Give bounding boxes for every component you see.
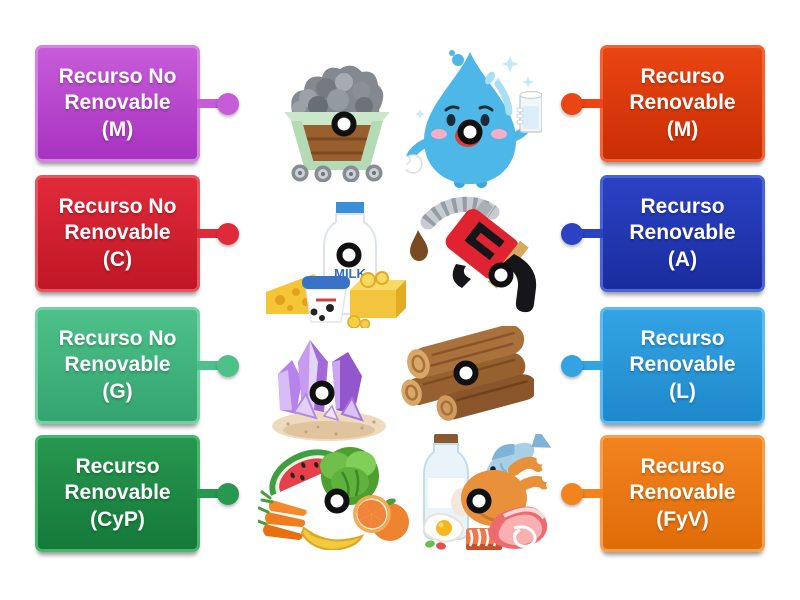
connector-stub bbox=[197, 229, 228, 238]
connector-stub bbox=[572, 489, 603, 498]
label-recurso-renovable-l[interactable]: Recurso Renovable (L) bbox=[561, 307, 765, 424]
label-recurso-renovable-a[interactable]: Recurso Renovable (A) bbox=[561, 175, 765, 292]
target-dot-dairy[interactable] bbox=[336, 242, 362, 268]
label-recurso-no-renovable-g[interactable]: Recurso No Renovable (G) bbox=[35, 307, 239, 424]
image-dairy-products: MILK bbox=[262, 196, 408, 328]
image-fruits-vegetables bbox=[258, 436, 410, 550]
image-water-drop bbox=[406, 48, 542, 190]
connector-dot[interactable] bbox=[217, 354, 239, 377]
label-text: Recurso No Renovable (M) bbox=[58, 64, 177, 141]
target-dot-foods[interactable] bbox=[466, 488, 492, 514]
dairy-graphic: MILK bbox=[266, 202, 406, 328]
image-coal-minecart bbox=[276, 58, 398, 182]
connector-stub bbox=[197, 361, 228, 370]
connector-stub bbox=[197, 99, 228, 108]
connector-stub bbox=[572, 99, 603, 108]
target-dot-fruits[interactable] bbox=[324, 488, 350, 514]
connector-dot[interactable] bbox=[217, 482, 239, 505]
label-recurso-no-renovable-c[interactable]: Recurso No Renovable (C) bbox=[35, 175, 239, 292]
connector-stub bbox=[572, 361, 603, 370]
label-recurso-renovable-fyv[interactable]: Recurso Renovable (FyV) bbox=[561, 435, 765, 552]
connector-dot[interactable] bbox=[561, 92, 583, 115]
label-recurso-no-renovable-m[interactable]: Recurso No Renovable (M) bbox=[35, 45, 239, 162]
target-dot-logs[interactable] bbox=[453, 360, 479, 386]
label-text: Recurso Renovable (A) bbox=[629, 194, 736, 271]
water-drop-graphic bbox=[406, 50, 542, 188]
target-dot-minecart[interactable] bbox=[331, 111, 357, 137]
connector-dot[interactable] bbox=[561, 482, 583, 505]
connector-dot[interactable] bbox=[561, 354, 583, 377]
connector-stub bbox=[572, 229, 603, 238]
label-recurso-renovable-cyp[interactable]: Recurso Renovable (CyP) bbox=[35, 435, 239, 552]
connector-dot[interactable] bbox=[561, 222, 583, 245]
label-text: Recurso No Renovable (G) bbox=[58, 326, 177, 403]
connector-dot[interactable] bbox=[217, 222, 239, 245]
fruits-graphic bbox=[258, 447, 409, 550]
label-text: Recurso Renovable (CyP) bbox=[64, 454, 171, 531]
fuel-nozzle-graphic bbox=[410, 196, 537, 313]
label-text: Recurso No Renovable (C) bbox=[58, 194, 177, 271]
target-dot-fuel[interactable] bbox=[488, 262, 514, 288]
target-dot-waterdrop[interactable] bbox=[457, 119, 483, 145]
connector-stub bbox=[197, 489, 228, 498]
connector-dot[interactable] bbox=[217, 92, 239, 115]
label-recurso-renovable-m[interactable]: Recurso Renovable (M) bbox=[561, 45, 765, 162]
image-fuel-nozzle bbox=[398, 194, 548, 316]
coal-minecart-graphic bbox=[284, 65, 390, 182]
label-text: Recurso Renovable (L) bbox=[629, 326, 736, 403]
label-text: Recurso Renovable (FyV) bbox=[629, 454, 736, 531]
target-dot-crystals[interactable] bbox=[309, 380, 335, 406]
label-text: Recurso Renovable (M) bbox=[629, 64, 736, 141]
